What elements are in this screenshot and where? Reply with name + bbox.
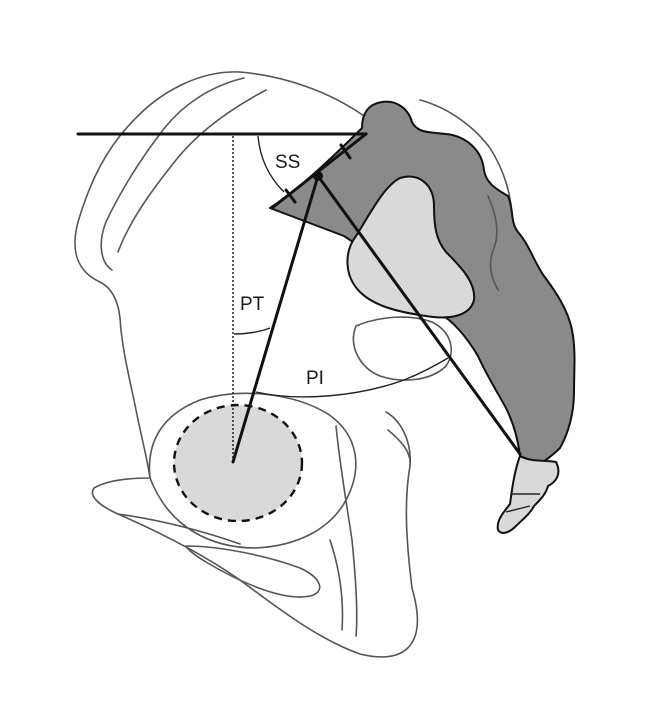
femoral-to-endplate-line — [231, 174, 320, 464]
pubic-outline — [352, 316, 453, 381]
sciatic-notch-contour — [335, 411, 411, 637]
endplate-tick-right — [339, 143, 352, 160]
iliac-crest-ridge — [117, 89, 267, 253]
pi-angle-arc — [255, 357, 449, 398]
pt-label: PT — [240, 294, 265, 315]
femoral-head — [172, 403, 304, 523]
sacral-ridge — [487, 195, 499, 291]
sacral-endplate-line — [270, 132, 368, 210]
pt-angle-arc — [233, 327, 271, 335]
s1-vertebral-body — [346, 175, 476, 319]
obturator-foramen — [185, 545, 321, 598]
coccyx-segments — [505, 493, 540, 513]
iliac-crest-inner — [100, 77, 245, 271]
ss-label: SS — [275, 152, 300, 173]
pi-label: PI — [306, 368, 324, 389]
endplate-perpendicular-line — [316, 174, 522, 456]
endplate-tick-left — [284, 188, 297, 204]
iliac-inner-contour — [419, 99, 513, 221]
ss-angle-arc — [257, 135, 285, 193]
endplate-midpoint — [313, 171, 323, 181]
ischial-ramus-contour — [117, 513, 344, 631]
acetabulum-rim — [148, 392, 357, 549]
